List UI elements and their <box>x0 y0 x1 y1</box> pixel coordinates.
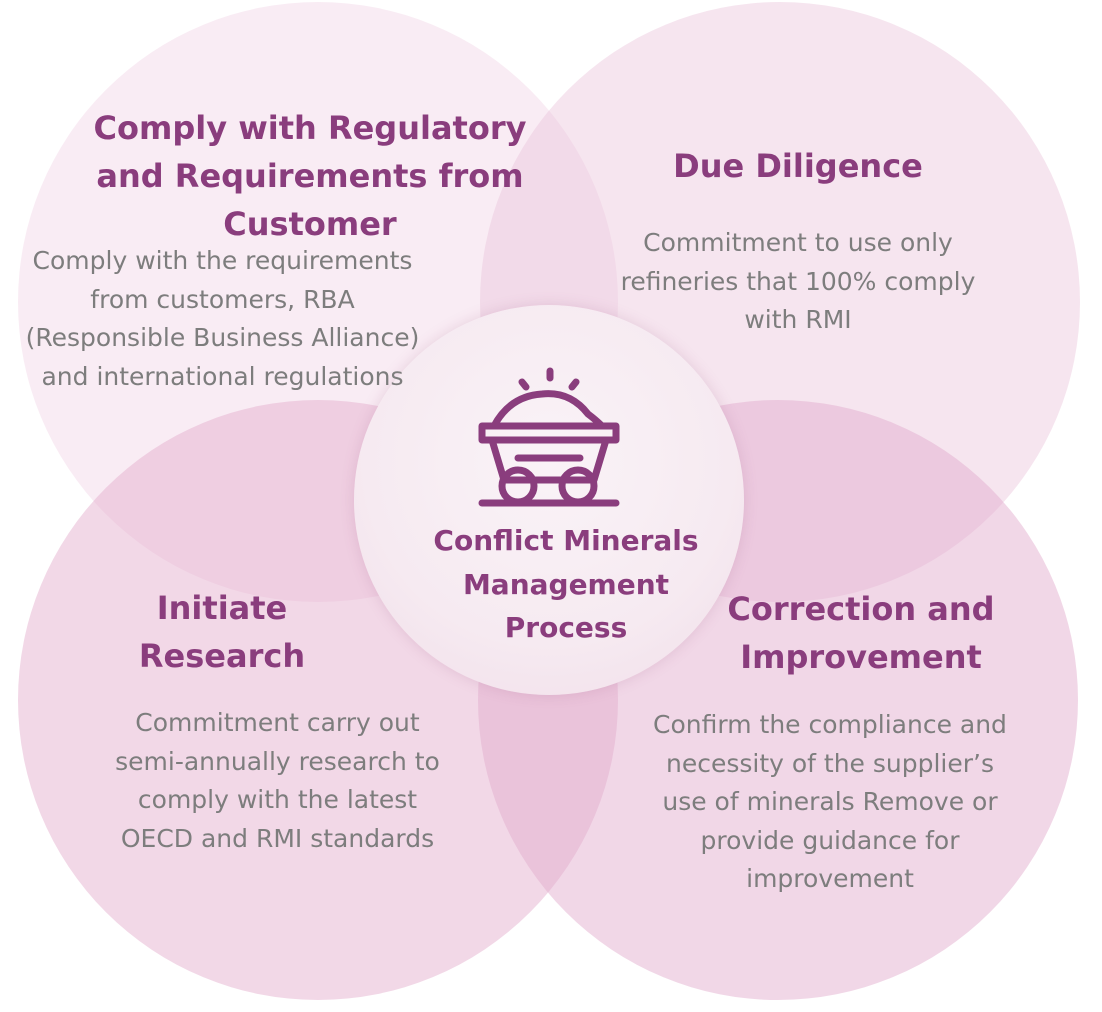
correction-improvement-title: Correction and Improvement <box>727 590 995 676</box>
due-diligence-title: Due Diligence <box>673 147 923 185</box>
center-process-title: Conflict Minerals Management Process <box>433 524 699 644</box>
correction-improvement-description: Confirm the compliance and necessity of … <box>653 710 1007 893</box>
mine-cart-icon <box>478 367 620 507</box>
initiate-research-title: Initiate Research <box>138 589 306 675</box>
initiate-research-description: Commitment carry out semi-annually resea… <box>115 708 440 853</box>
regulatory-compliance-description: Comply with the requirements from custom… <box>25 246 420 391</box>
regulatory-compliance-title: Comply with Regulatory and Requirements … <box>93 109 527 243</box>
due-diligence-description: Commitment to use only refineries that 1… <box>620 228 976 334</box>
